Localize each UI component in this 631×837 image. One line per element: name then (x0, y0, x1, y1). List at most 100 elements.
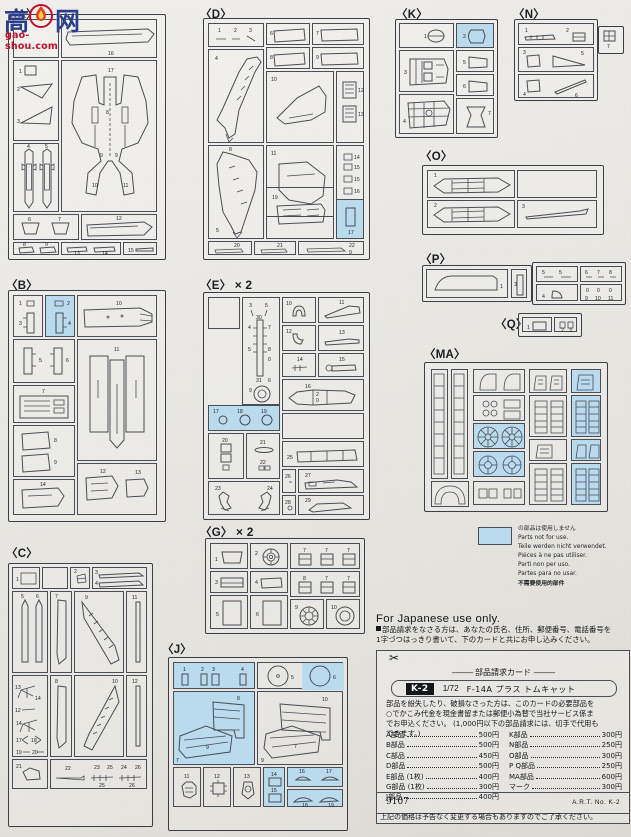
part-shapes-12-13: 12 13 (85, 469, 149, 501)
svg-text:1: 1 (19, 301, 22, 307)
part-cell: 9 (74, 591, 124, 673)
svg-text:2: 2 (74, 569, 77, 575)
svg-text:13: 13 (135, 470, 141, 476)
art-number: A.R.T. No. K-2 (572, 799, 620, 806)
svg-text:18: 18 (31, 738, 37, 744)
svg-text:7: 7 (55, 594, 58, 600)
svg-text:20: 20 (222, 438, 228, 444)
part-cell: 8 9 (13, 425, 75, 477)
part-cell-unused: 14 15 (263, 767, 285, 807)
part-shapes-7-row: 7 7 7 (298, 548, 356, 566)
svg-text:26: 26 (129, 783, 135, 789)
pe-harness-shapes (482, 399, 521, 420)
part-cell: 1 (210, 543, 248, 569)
part-cell: 1 (12, 567, 40, 589)
svg-text:5: 5 (39, 358, 42, 364)
svg-text:12: 12 (116, 216, 122, 222)
part-shapes-5-5: 5 5 (542, 270, 571, 278)
svg-text:13: 13 (15, 685, 21, 691)
svg-text:3: 3 (523, 50, 526, 56)
part-cell: 2 (70, 567, 90, 589)
svg-text:24: 24 (267, 486, 273, 492)
svg-text:20: 20 (32, 750, 38, 756)
svg-text:25: 25 (99, 783, 105, 789)
svg-text:9: 9 (349, 250, 352, 256)
pe-wheel-hubs (477, 426, 523, 448)
pe-cell (529, 369, 567, 393)
pe-cell (529, 439, 567, 461)
pe-console-unused (575, 400, 600, 434)
sprue-P-extra: 5 5 6 7 8 4 0 0 0 9 10 (532, 262, 626, 305)
sprue-D: 1 2 3 6 7 8 9 (203, 18, 370, 260)
svg-text:5: 5 (45, 144, 48, 150)
leader-dots (406, 740, 477, 748)
svg-text:8: 8 (54, 438, 57, 444)
part-shapes-1-2-3: 1 2 3 (216, 28, 256, 42)
card-body-text: 部品を紛失したり、破損なさった方は、このカードの必要部品を ○でかこみ代金を現金… (386, 699, 622, 739)
part-cell: 11 (318, 297, 364, 323)
scissors-icon: ✂ (389, 651, 400, 665)
svg-text:5: 5 (463, 60, 466, 66)
svg-text:14: 14 (354, 155, 360, 161)
svg-text:2: 2 (17, 87, 20, 93)
svg-text:1: 1 (183, 667, 186, 673)
part-shapes-14-15: 14 15 (268, 772, 282, 803)
part-shape-15: 15 (325, 357, 357, 372)
svg-text:17: 17 (16, 738, 22, 744)
svg-text:4: 4 (241, 667, 244, 673)
part-cell: 15 (123, 242, 157, 255)
part-cell: 10 (326, 599, 360, 629)
pe-plates (478, 488, 522, 499)
part-cell: 12 13 (336, 71, 364, 143)
leader-dots (530, 740, 600, 748)
part-shape-12: 12 (132, 679, 141, 747)
part-cell: 2 3 (554, 317, 577, 334)
svg-text:6: 6 (256, 612, 259, 618)
legend-line: Piéces à ne pas utiliser. (518, 553, 587, 560)
pe-console (534, 400, 564, 434)
part-shape-4-tailfin: 4 (215, 56, 262, 143)
part-cell: 5 (210, 595, 248, 629)
part-shapes-8-9: 8 9 (18, 242, 57, 254)
part-cell: 1 (426, 269, 508, 298)
pe-rail-shape (453, 373, 465, 475)
svg-text:7: 7 (268, 325, 271, 331)
svg-text:2: 2 (561, 328, 564, 334)
pe-arch-shape (434, 485, 466, 505)
legend-list: の部品は使用しません Parts not for use. Teile werd… (518, 525, 607, 589)
part-shape-12: 12 (86, 216, 153, 237)
part-cell: 16 2 0 (282, 379, 364, 411)
part-shape-20: 20 (220, 438, 232, 471)
part-cell-unused: 1 2 3 4 (173, 662, 255, 689)
svg-text:11: 11 (132, 595, 137, 601)
part-shape-10-wheel: 10 (331, 605, 355, 626)
part-cell: 7 7 7 (290, 543, 360, 569)
svg-text:18: 18 (237, 409, 243, 415)
part-shape-7: 7 (466, 106, 491, 128)
svg-text:3: 3 (19, 321, 22, 327)
part-cell: 3 (517, 200, 597, 228)
part-shape-2-tank: 2 (433, 203, 511, 223)
part-shapes-12-13: 12 13 (342, 81, 364, 123)
part-shape-14: 14 (291, 357, 308, 371)
svg-text:4: 4 (27, 144, 30, 150)
svg-text:7: 7 (488, 111, 491, 117)
part-shape-25: 25 (287, 449, 358, 463)
part-shape-6: 6 (463, 80, 488, 93)
leader-dots (425, 772, 477, 779)
part-cell: 12 (126, 675, 147, 757)
for-japanese-use-only-heading: For Japanese use only. (376, 613, 501, 625)
svg-text:22: 22 (349, 243, 355, 249)
part-cell: 5 6 (12, 591, 48, 673)
part-shapes-18-19: 18 19 (292, 797, 340, 809)
part-cell: 8 7 7 (290, 571, 360, 597)
pe-cell-unused (571, 439, 601, 461)
svg-text:17: 17 (108, 68, 114, 74)
svg-text:7: 7 (303, 548, 306, 554)
part-shapes-16-17: 16 17 (294, 769, 340, 781)
